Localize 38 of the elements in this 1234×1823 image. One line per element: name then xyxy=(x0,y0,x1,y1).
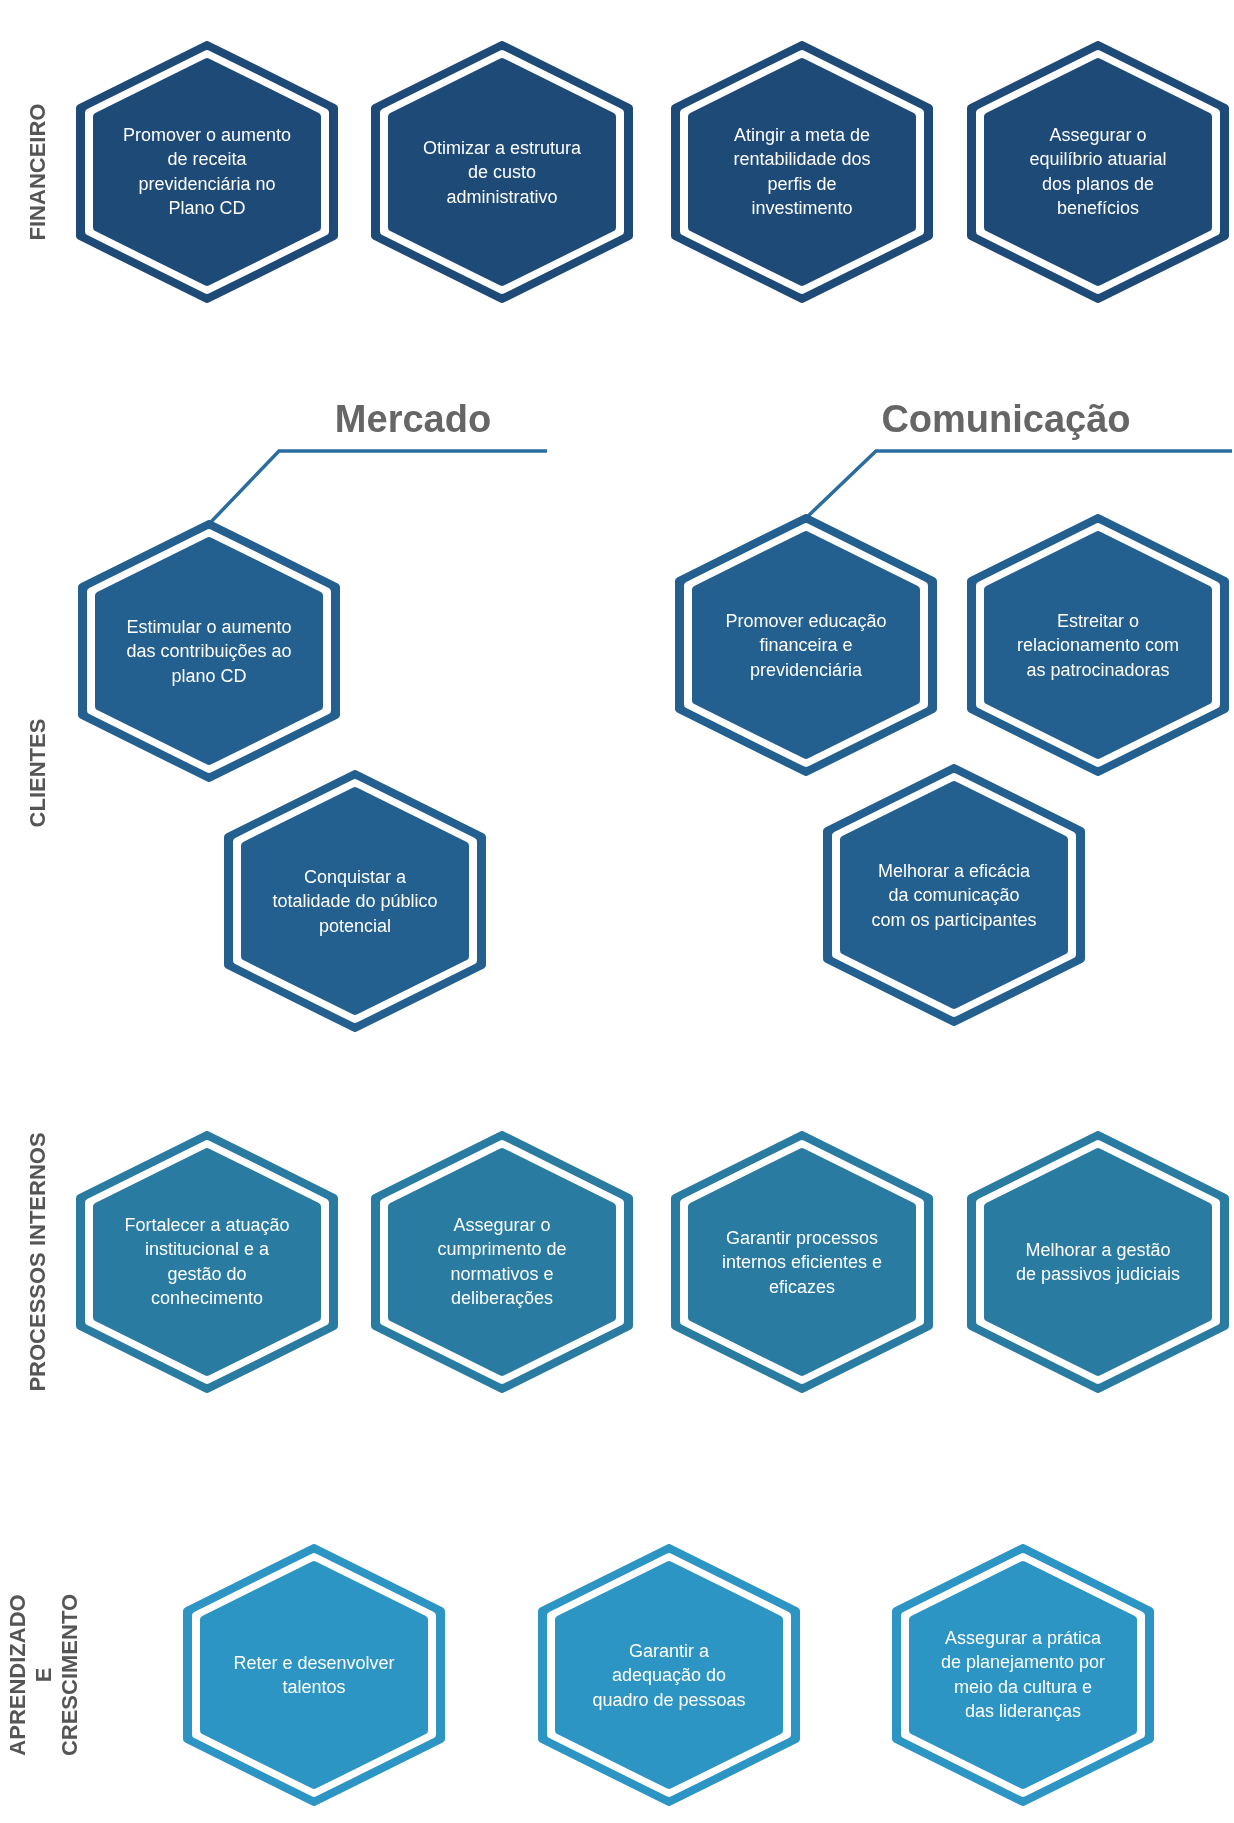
objective-text: Estimular o aumento das contribuições ao plano CD xyxy=(125,615,293,688)
objective-text: Atingir a meta de rentabilidade dos perfis de investimento xyxy=(732,124,872,221)
objective-text: Reter e desenvolver talentos xyxy=(232,1651,396,1699)
hexagon-shape xyxy=(671,1131,933,1393)
hexagon-shape xyxy=(967,514,1229,776)
hexagon-shape xyxy=(76,1131,338,1393)
perspective-label: FINANCEIRO xyxy=(25,103,51,241)
hexagon-shape xyxy=(671,41,933,303)
hexagon-shape xyxy=(892,1544,1154,1806)
hexagon-shape xyxy=(224,770,486,1032)
objective-text: Assegurar o equilíbrio atuarial dos planos de benefícios xyxy=(1028,124,1168,221)
perspective-label: PROCESSOS INTERNOS xyxy=(25,1132,51,1392)
hexagon-shape xyxy=(675,514,937,776)
hexagon-shape xyxy=(78,520,340,782)
objective-text: Melhorar a gestão de passivos judiciais xyxy=(1014,1238,1182,1286)
hexagon-shape xyxy=(967,41,1229,303)
hexagon-shape xyxy=(183,1544,445,1806)
hexagon-shape xyxy=(371,41,633,303)
perspective-label: CLIENTES xyxy=(25,718,51,828)
objective-text: Garantir processos internos eficientes e eficazes xyxy=(720,1226,884,1299)
hexagon-shape xyxy=(823,764,1085,1026)
hexagon-shape xyxy=(371,1131,633,1393)
objective-text: Conquistar a totalidade do público potencial xyxy=(271,865,439,938)
objective-text: Assegurar o cumprimento de normativos e deliberações xyxy=(436,1214,568,1311)
objective-text: Fortalecer a atuação institucional e a gestão do conhecimento xyxy=(123,1214,291,1311)
objective-text: Estreitar o relacionamento com as patrocinadoras xyxy=(1015,609,1181,682)
group-heading: Comunicação xyxy=(780,390,1232,448)
objective-text: Assegurar a prática de planejamento por meio da cultura e das lideranças xyxy=(939,1627,1107,1724)
objective-text: Promover o aumento de receita previdenciária no Plano CD xyxy=(122,124,292,221)
hexagon-shape xyxy=(76,41,338,303)
objective-text: Otimizar a estrutura de custo administrativo xyxy=(421,136,582,209)
objective-text: Garantir a adequação do quadro de pessoas xyxy=(591,1639,747,1712)
group-heading: Mercado xyxy=(279,390,547,448)
objective-text: Melhorar a eficácia da comunicação com os participantes xyxy=(870,859,1038,932)
objective-text: Promover educação financeira e previdenciária xyxy=(724,609,888,682)
perspective-label: APRENDIZADO E CRESCIMENTO xyxy=(5,1592,83,1759)
hexagon-shape xyxy=(967,1131,1229,1393)
hexagon-shape xyxy=(538,1544,800,1806)
